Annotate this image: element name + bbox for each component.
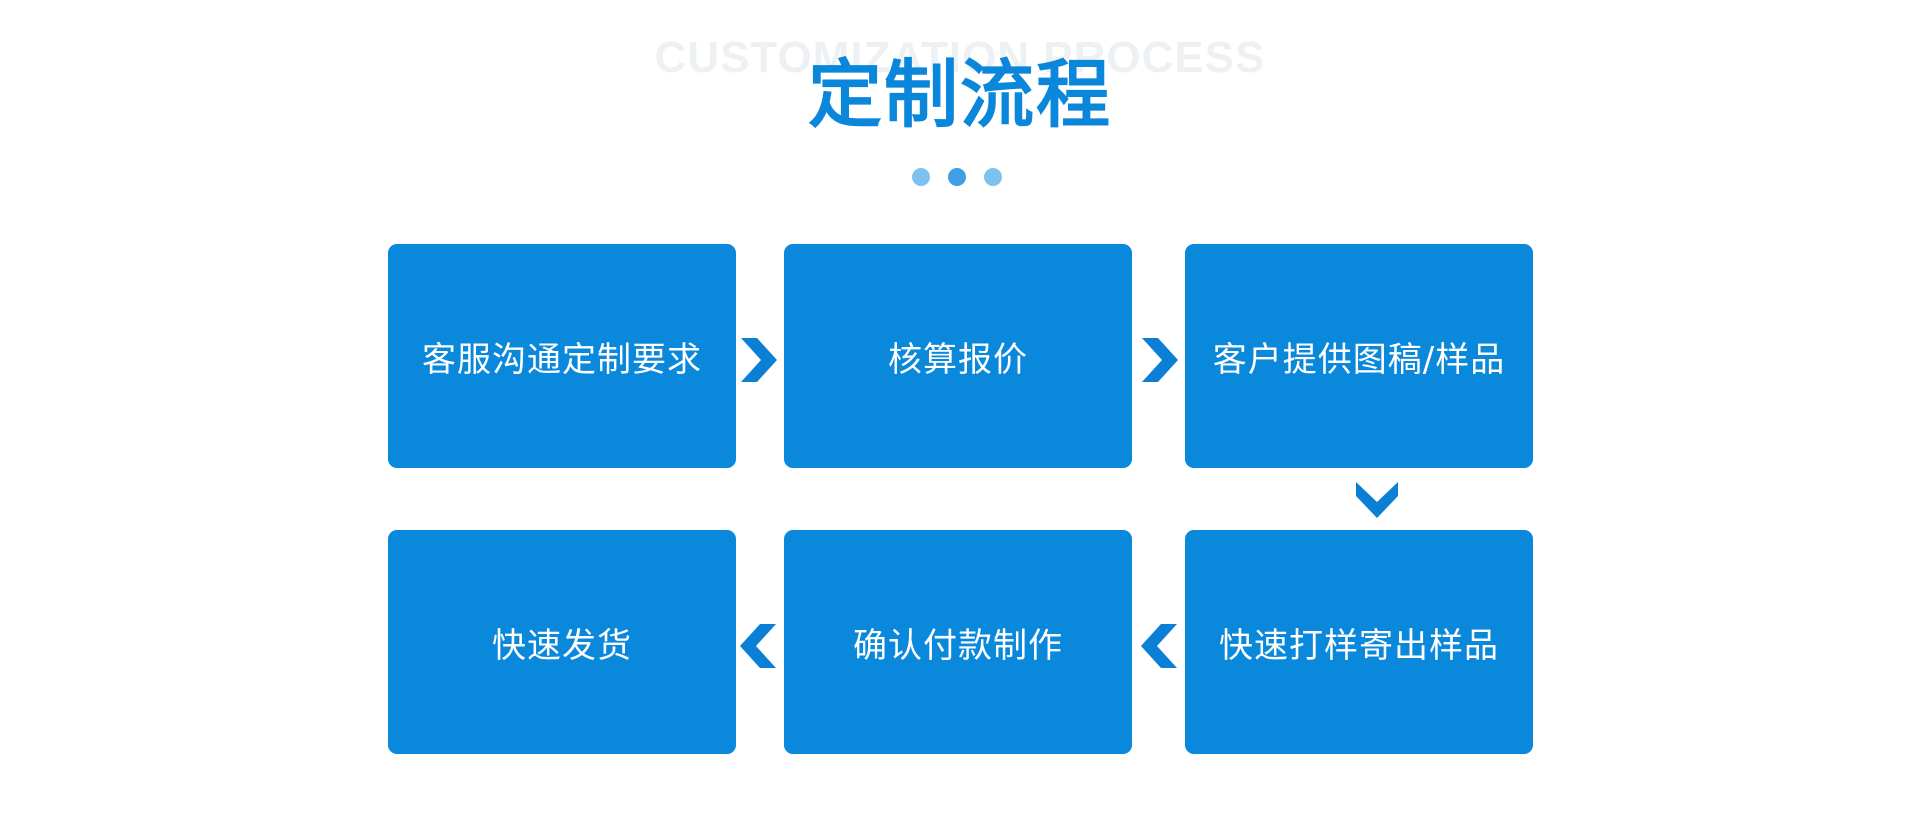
dot-icon <box>984 168 1002 186</box>
dot-icon <box>912 168 930 186</box>
step-2-box: 核算报价 <box>784 244 1132 468</box>
step-6-box: 快速发货 <box>388 530 736 754</box>
step-1-box: 客服沟通定制要求 <box>388 244 736 468</box>
step-label: 快速打样寄出样品 <box>1219 625 1499 666</box>
step-4-box: 快速打样寄出样品 <box>1185 530 1533 754</box>
step-5-box: 确认付款制作 <box>784 530 1132 754</box>
step-label: 客户提供图稿/样品 <box>1212 339 1506 380</box>
step-label: 确认付款制作 <box>853 625 1063 666</box>
chevron-down-icon <box>1356 482 1398 518</box>
watermark-text: CUSTOMIZATION PROCESS <box>654 33 1266 82</box>
step-3-box: 客户提供图稿/样品 <box>1185 244 1533 468</box>
step-label: 快速发货 <box>492 625 632 666</box>
dot-icon <box>948 168 966 186</box>
step-label: 核算报价 <box>888 339 1028 380</box>
decorative-dots <box>912 168 1008 186</box>
chevron-right-icon <box>1142 338 1178 382</box>
chevron-left-icon <box>1141 624 1177 668</box>
chevron-left-icon <box>740 624 776 668</box>
page-title: 定制流程 <box>808 52 1112 138</box>
chevron-right-icon <box>741 338 777 382</box>
step-label: 客服沟通定制要求 <box>422 339 702 380</box>
